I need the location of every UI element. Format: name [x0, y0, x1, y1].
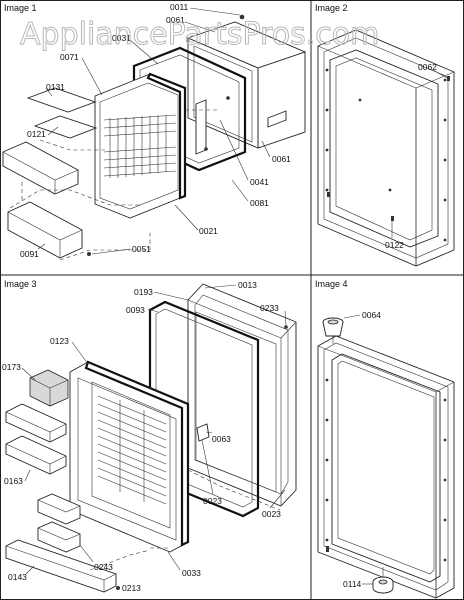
part-label-0063: 0063: [212, 434, 231, 444]
part-label-0173: 0173: [2, 362, 21, 372]
part-label-0131: 0131: [46, 82, 65, 92]
part-label-0081: 0081: [250, 198, 269, 208]
hinge-cap-0064: [322, 317, 344, 344]
part-label-0061-top: 0061: [166, 15, 185, 25]
door-bin-0143: [5, 539, 117, 593]
door-bin-upper: [2, 141, 79, 195]
part-label-0163: 0163: [4, 476, 23, 486]
part-label-0041: 0041: [250, 177, 269, 187]
shelf-0121: [33, 115, 98, 139]
part-label-0243: 0243: [94, 562, 113, 572]
panel-title-image-2: Image 2: [315, 3, 348, 13]
part-label-0071: 0071: [60, 52, 79, 62]
part-label-0013: 0013: [238, 280, 257, 290]
part-label-0023-inner: 0023: [203, 496, 222, 506]
hinge-bushing-0114: [372, 576, 394, 594]
part-label-0123: 0123: [50, 336, 69, 346]
door-bin-lower: [7, 201, 83, 259]
part-label-0011: 0011: [170, 2, 189, 12]
part-label-0093: 0093: [126, 305, 145, 315]
part-label-0193: 0193: [134, 287, 153, 297]
image-2-drawing: 0062 0122: [317, 29, 455, 267]
part-label-0121: 0121: [27, 129, 46, 139]
part-label-0213: 0213: [122, 583, 141, 593]
part-label-0064: 0064: [362, 310, 381, 320]
part-label-0023-outer: 0023: [262, 509, 281, 519]
image-4-drawing: 0064 0114: [317, 310, 455, 599]
image-3-drawing: 0193 0013 0093 0233 0123 0173 0063 0163 …: [2, 280, 297, 593]
door-bin-1: [5, 403, 67, 443]
dairy-door-0173: [29, 369, 69, 407]
part-label-0143: 0143: [8, 572, 27, 582]
part-label-0122: 0122: [385, 240, 404, 250]
door-panel-side: [257, 51, 306, 149]
door-liner: [94, 73, 186, 219]
shelf-0131: [26, 87, 97, 113]
panel-title-image-4: Image 4: [315, 279, 348, 289]
panel-title-image-1: Image 1: [4, 3, 37, 13]
part-label-0091: 0091: [20, 249, 39, 259]
image-1-drawing: 0011 0061 0031 0071 0131 0121 0061 0041 …: [2, 2, 307, 261]
part-label-0033: 0033: [182, 568, 201, 578]
part-label-0021: 0021: [199, 226, 218, 236]
part-label-0233: 0233: [260, 303, 279, 313]
panel-title-image-3: Image 3: [4, 279, 37, 289]
part-label-0031: 0031: [112, 33, 131, 43]
watermark: AppliancePartsPros.com: [20, 17, 379, 52]
part-label-0051: 0051: [132, 244, 151, 254]
part-label-0061-side: 0061: [272, 154, 291, 164]
part-label-0114: 0114: [343, 579, 362, 589]
part-label-0062: 0062: [418, 62, 437, 72]
door-bin-2: [5, 435, 67, 475]
